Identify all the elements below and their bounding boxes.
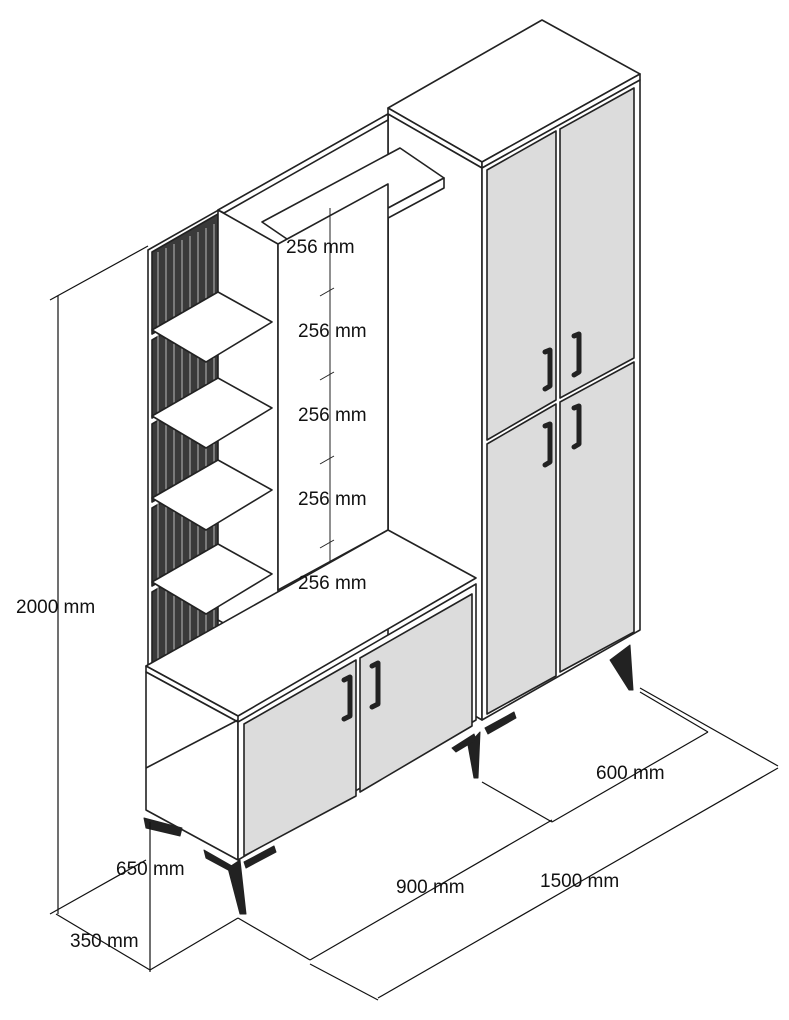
wardrobe-door-lower-left <box>486 403 557 715</box>
low-cabinet <box>143 529 477 915</box>
width-600-dimension-line <box>551 731 709 823</box>
shelf-tower <box>147 113 445 667</box>
shelf-spacing-label: 256 mm <box>286 237 355 258</box>
handle-icon <box>571 403 582 450</box>
handle-icon <box>542 421 553 468</box>
shelf-spacing-label: 256 mm <box>298 321 367 342</box>
width-600-label: 600 mm <box>596 763 665 784</box>
leg-icon <box>243 845 277 869</box>
height-label: 2000 mm <box>16 597 96 618</box>
low-cabinet-height-label: 650 mm <box>116 859 185 880</box>
shelf-spacing-label: 256 mm <box>298 405 367 426</box>
shelves <box>151 291 273 615</box>
leg-icon <box>609 644 634 691</box>
depth-dimension-line <box>55 913 151 971</box>
wardrobe-door-upper-left <box>486 130 557 441</box>
shelf-spacing-label: 256 mm <box>298 489 367 510</box>
low-door-left <box>243 659 357 857</box>
tall-wardrobe <box>387 19 641 779</box>
depth-label: 350 mm <box>70 931 139 952</box>
leg-icon <box>451 733 477 753</box>
wardrobe-door-lower-right <box>559 361 635 673</box>
wardrobe-door-upper-right <box>559 87 635 399</box>
open-shelf-line <box>145 719 239 769</box>
width-900-label: 900 mm <box>396 877 465 898</box>
low-door-right <box>359 593 473 793</box>
handle-icon <box>341 674 353 722</box>
width-900-dimension-line <box>309 819 553 961</box>
leg-icon <box>203 849 233 873</box>
leg-icon <box>227 859 247 915</box>
handle-icon <box>369 660 381 710</box>
width-1500-dimension-line <box>377 767 779 999</box>
tower-top <box>217 113 389 214</box>
handle-icon <box>571 331 582 378</box>
leg-icon <box>484 711 517 735</box>
dimension-lines <box>49 245 779 1001</box>
leg-icon <box>143 817 183 837</box>
handle-icon <box>542 347 553 392</box>
width-1500-label: 1500 mm <box>540 871 620 892</box>
shelf-spacing-label: 256 mm <box>298 573 367 594</box>
